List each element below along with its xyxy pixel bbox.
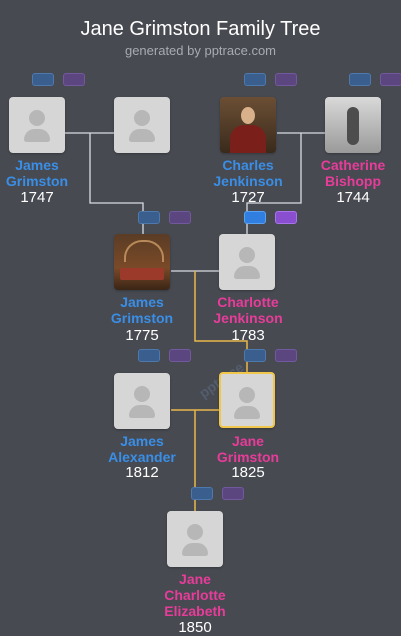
expand-parents-button[interactable] xyxy=(32,73,54,86)
person-photo-placeholder[interactable] xyxy=(219,234,275,290)
person-icon xyxy=(29,110,45,126)
page-title: Jane Grimston Family Tree xyxy=(80,18,321,40)
person-photo-portrait[interactable] xyxy=(325,97,381,153)
person-icon xyxy=(134,110,150,126)
expand-spouses-button[interactable] xyxy=(275,211,297,224)
expand-spouses-button[interactable] xyxy=(169,211,191,224)
expand-parents-button[interactable] xyxy=(138,211,160,224)
person-photo-placeholder[interactable] xyxy=(167,511,223,567)
expand-parents-button[interactable] xyxy=(349,73,371,86)
person-photo-placeholder-selected[interactable] xyxy=(219,372,275,428)
person-birth-year: 1783 xyxy=(231,327,265,344)
person-name[interactable]: Jane Charlotte Elizabeth xyxy=(164,571,226,619)
person-name[interactable]: Jane Grimston xyxy=(216,433,280,465)
person-name[interactable]: James Alexander xyxy=(108,433,176,465)
person-birth-year: 1747 xyxy=(20,189,54,206)
person-birth-year: 1727 xyxy=(231,189,265,206)
person-birth-year: 1812 xyxy=(125,464,159,481)
person-photo-portrait[interactable] xyxy=(220,97,276,153)
expand-parents-button[interactable] xyxy=(244,73,266,86)
expand-spouses-button[interactable] xyxy=(380,73,401,86)
person-icon xyxy=(187,524,203,540)
person-name[interactable]: James Grimston xyxy=(110,294,174,326)
page-subtitle: generated by pptrace.com xyxy=(124,43,277,58)
person-birth-year: 1825 xyxy=(231,464,265,481)
expand-spouses-button[interactable] xyxy=(222,487,244,500)
expand-spouses-button[interactable] xyxy=(63,73,85,86)
expand-spouses-button[interactable] xyxy=(169,349,191,362)
person-photo-placeholder[interactable] xyxy=(114,373,170,429)
person-name[interactable]: Catherine Bishopp xyxy=(320,157,386,189)
expand-spouses-button[interactable] xyxy=(275,349,297,362)
person-icon xyxy=(134,386,150,402)
person-birth-year: 1744 xyxy=(336,189,370,206)
expand-parents-button[interactable] xyxy=(191,487,213,500)
person-photo-placeholder[interactable] xyxy=(114,97,170,153)
person-photo-placeholder[interactable] xyxy=(9,97,65,153)
person-icon xyxy=(239,387,255,403)
person-photo-portrait[interactable] xyxy=(114,234,170,290)
person-name[interactable]: James Grimston xyxy=(5,157,69,189)
person-birth-year: 1775 xyxy=(125,327,159,344)
person-icon xyxy=(239,247,255,263)
expand-parents-button[interactable] xyxy=(244,211,266,224)
person-name[interactable]: Charles Jenkinson xyxy=(213,157,283,189)
person-birth-year: 1850 xyxy=(178,619,212,636)
expand-spouses-button[interactable] xyxy=(275,73,297,86)
person-name[interactable]: Charlotte Jenkinson xyxy=(213,294,283,326)
expand-parents-button[interactable] xyxy=(244,349,266,362)
expand-parents-button[interactable] xyxy=(138,349,160,362)
